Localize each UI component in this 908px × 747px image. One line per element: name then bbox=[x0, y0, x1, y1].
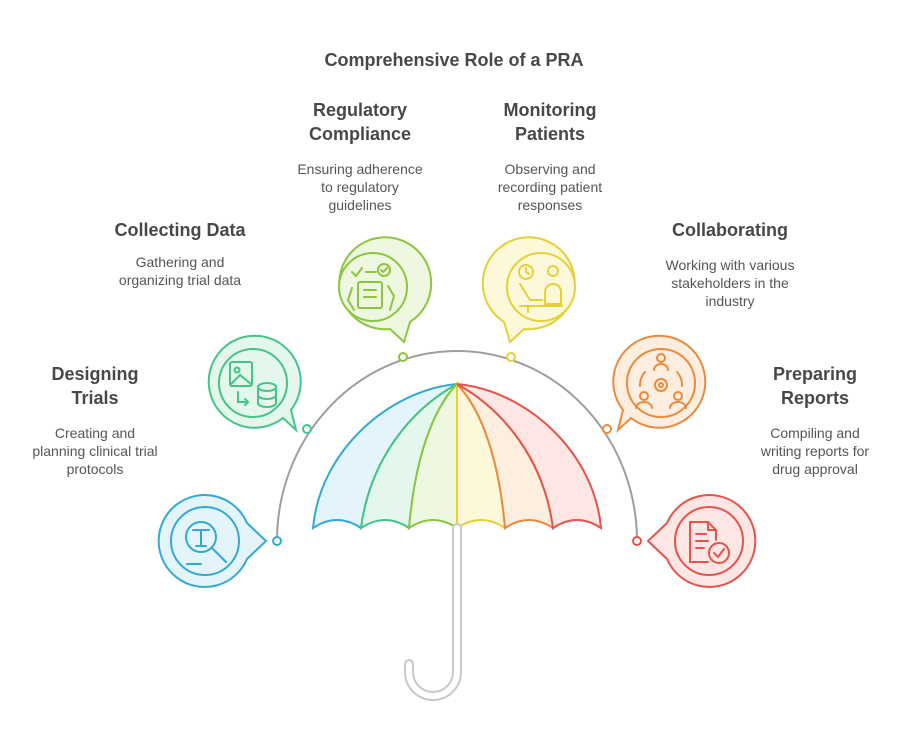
canopy-panel-report bbox=[456, 383, 603, 530]
desc-line: Creating and bbox=[54, 425, 136, 441]
heading-line: Monitoring bbox=[503, 100, 597, 120]
heading-designing-trials: Designing Trials bbox=[20, 362, 170, 410]
desc-monitoring-patients: Observing and recording patient response… bbox=[470, 160, 630, 214]
bubble-report bbox=[646, 494, 757, 588]
umbrella-canopy bbox=[311, 381, 603, 531]
desc-line: Working with various bbox=[665, 257, 795, 273]
heading-preparing-reports: Preparing Reports bbox=[735, 362, 895, 410]
desc-line: Compiling and bbox=[770, 425, 860, 441]
heading-line: Patients bbox=[514, 124, 586, 144]
canopy-panel-regulate bbox=[407, 381, 458, 530]
arc-dot-design bbox=[272, 536, 282, 546]
arc-dot-regulate bbox=[398, 352, 408, 362]
heading-line: Designing bbox=[51, 364, 139, 384]
desc-line: recording patient bbox=[497, 179, 603, 195]
heading-line: Compliance bbox=[308, 124, 412, 144]
heading-monitoring-patients: Monitoring Patients bbox=[470, 98, 630, 146]
umbrella-handle-outline bbox=[406, 525, 460, 699]
heading-collecting-data: Collecting Data bbox=[95, 218, 265, 242]
heading-collaborating: Collaborating bbox=[645, 218, 815, 242]
arc-dot-collab bbox=[602, 424, 612, 434]
desc-line: stakeholders in the bbox=[671, 275, 789, 291]
desc-preparing-reports: Compiling and writing reports for drug a… bbox=[735, 424, 895, 478]
heading-line: Collaborating bbox=[672, 220, 788, 240]
bubble-monitor bbox=[481, 236, 576, 344]
desc-line: Gathering and bbox=[135, 254, 225, 270]
desc-collaborating: Working with various stakeholders in the… bbox=[645, 256, 815, 310]
bubble-collect bbox=[207, 334, 302, 434]
desc-line: Observing and bbox=[504, 161, 596, 177]
desc-line: protocols bbox=[66, 461, 124, 477]
clock-patient-icon bbox=[518, 264, 563, 313]
outer-arc bbox=[276, 350, 638, 542]
desc-regulatory-compliance: Ensuring adherence to regulatory guideli… bbox=[280, 160, 440, 214]
document-check-icon bbox=[689, 521, 730, 564]
bubble-design bbox=[157, 494, 268, 588]
desc-line: guidelines bbox=[328, 197, 392, 213]
desc-line: Ensuring adherence bbox=[297, 161, 423, 177]
bubble-collab bbox=[612, 334, 707, 434]
magnifier-text-icon bbox=[185, 521, 227, 565]
page-title: Comprehensive Role of a PRA bbox=[324, 50, 584, 70]
team-gear-icon bbox=[635, 353, 687, 409]
heading-line: Regulatory bbox=[312, 100, 408, 120]
desc-line: to regulatory bbox=[321, 179, 399, 195]
heading-line: Trials bbox=[71, 388, 119, 408]
heading-line: Preparing bbox=[772, 364, 858, 384]
desc-collecting-data: Gathering and organizing trial data bbox=[95, 253, 265, 289]
heading-line: Collecting Data bbox=[114, 220, 246, 240]
arc-dot-report bbox=[632, 536, 642, 546]
checklist-hand-icon bbox=[346, 263, 396, 311]
desc-designing-trials: Creating and planning clinical trial pro… bbox=[10, 424, 180, 478]
desc-line: responses bbox=[517, 197, 583, 213]
arc-dot-collect bbox=[302, 424, 312, 434]
desc-line: industry bbox=[705, 293, 755, 309]
bubble-regulate bbox=[338, 236, 433, 344]
heading-line: Reports bbox=[780, 388, 849, 408]
desc-line: organizing trial data bbox=[118, 272, 242, 288]
desc-line: writing reports for bbox=[760, 443, 870, 459]
desc-line: planning clinical trial bbox=[32, 443, 158, 459]
umbrella-handle bbox=[404, 523, 462, 701]
heading-regulatory-compliance: Regulatory Compliance bbox=[280, 98, 440, 146]
desc-line: drug approval bbox=[772, 461, 858, 477]
image-database-icon bbox=[229, 361, 277, 408]
arc-dot-monitor bbox=[506, 352, 516, 362]
